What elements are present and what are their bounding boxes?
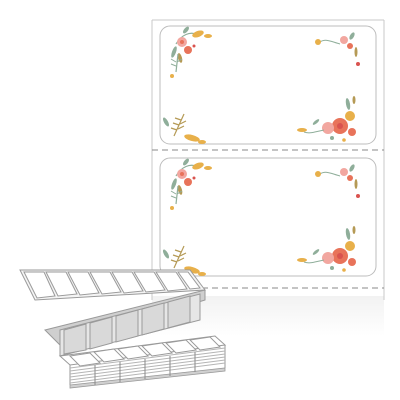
- stack-base: [58, 335, 227, 389]
- label-sheet: [151, 19, 385, 300]
- stack-fold-panel: [44, 289, 206, 357]
- label-bottom: [159, 157, 377, 277]
- label-top: [159, 25, 377, 145]
- fanfold-stack: [19, 269, 227, 389]
- stack-top-strip: [19, 269, 206, 301]
